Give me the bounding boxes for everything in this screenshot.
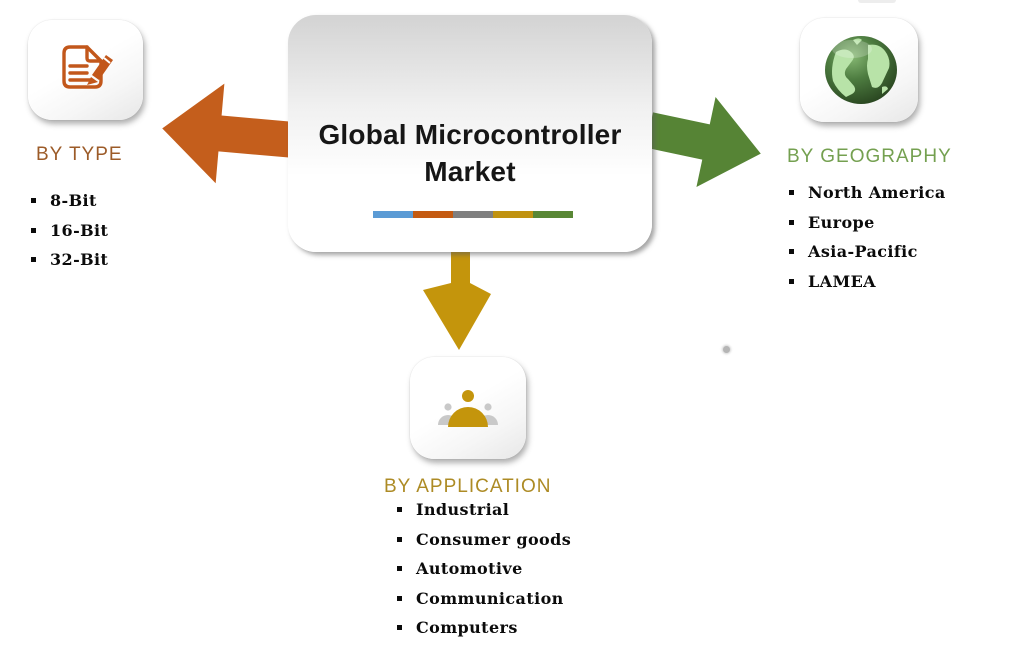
list-item: 32-Bit bbox=[31, 251, 108, 269]
right-arrow-shape bbox=[648, 97, 761, 187]
bar-segment-green bbox=[533, 211, 573, 218]
center-market-box: Global Microcontroller Market bbox=[288, 15, 652, 252]
list-item: Europe bbox=[789, 213, 946, 232]
application-icon-tile bbox=[410, 357, 526, 459]
bullet-square bbox=[397, 536, 402, 542]
bullet-square bbox=[31, 257, 36, 262]
bullet-square bbox=[397, 566, 402, 571]
accent-color-bar bbox=[373, 211, 573, 218]
bar-segment-gray bbox=[453, 211, 493, 218]
type-list: 8-Bit 16-Bit 32-Bit bbox=[31, 192, 108, 281]
list-item: Communication bbox=[397, 589, 571, 608]
bullet-square bbox=[789, 219, 794, 225]
list-item: Computers bbox=[397, 619, 571, 637]
list-item: LAMEA bbox=[789, 272, 946, 291]
left-arrow bbox=[162, 83, 292, 184]
bullet-square bbox=[31, 227, 36, 233]
list-item: Asia-Pacific bbox=[789, 243, 946, 261]
bullet-square bbox=[31, 198, 36, 203]
type-icon-tile bbox=[28, 20, 143, 120]
list-item: Consumer goods bbox=[397, 530, 571, 549]
bar-segment-gold bbox=[493, 211, 533, 218]
geography-icon-tile bbox=[800, 18, 918, 122]
document-pencil-icon bbox=[62, 45, 113, 89]
list-item: 8-Bit bbox=[31, 192, 108, 210]
bar-segment-blue bbox=[373, 211, 413, 218]
down-arrow-shape bbox=[423, 252, 491, 350]
list-item: Industrial bbox=[397, 501, 571, 519]
list-item: North America bbox=[789, 184, 946, 202]
gray-dot-artifact bbox=[723, 346, 730, 353]
bullet-square bbox=[397, 595, 402, 601]
cropped-shape-artifact bbox=[858, 0, 896, 3]
right-arrow bbox=[648, 97, 761, 187]
section-label-geography: BY GEOGRAPHY bbox=[787, 146, 952, 167]
people-icon bbox=[438, 390, 498, 427]
geography-list: North America Europe Asia-Pacific LAMEA bbox=[789, 184, 946, 302]
list-item: 16-Bit bbox=[31, 221, 108, 240]
bullet-square bbox=[789, 190, 794, 195]
page-title: Global Microcontroller Market bbox=[318, 119, 622, 187]
bullet-square bbox=[789, 278, 794, 284]
bullet-square bbox=[789, 249, 794, 254]
bullet-square bbox=[397, 625, 402, 630]
application-list: Industrial Consumer goods Automotive Com… bbox=[397, 501, 571, 649]
list-item: Automotive bbox=[397, 560, 571, 578]
bar-segment-orange bbox=[413, 211, 453, 218]
section-label-type: BY TYPE bbox=[36, 144, 123, 165]
section-label-application: BY APPLICATION bbox=[384, 476, 552, 497]
bullet-square bbox=[397, 507, 402, 512]
down-arrow bbox=[423, 252, 491, 350]
left-arrow-shape bbox=[162, 83, 292, 184]
globe-icon bbox=[825, 36, 897, 104]
